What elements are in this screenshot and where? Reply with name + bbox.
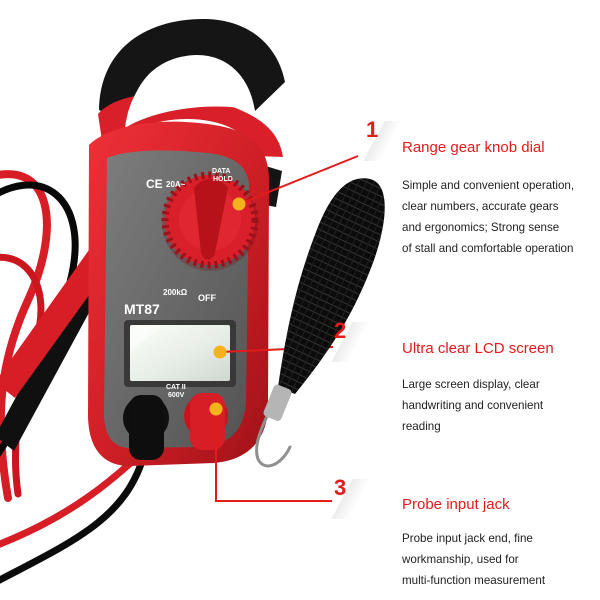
feature-description-probe-input-jack: Probe input jack end, fine workmanship, … [402,528,545,591]
feature-description-line: Probe input jack end, fine [402,532,533,545]
range-dial-grip [194,179,228,260]
strap-buckle [263,384,292,421]
feature-description-line: clear numbers, accurate gears [402,200,559,213]
red-jack-plug [190,393,225,450]
feature-title-lcd-screen: Ultra clear LCD screen [402,340,554,357]
callout-line-1 [238,155,359,205]
feature-description-line: multi-function measurement [402,574,546,587]
feature-description-line: of stall and comfortable operation [402,242,574,255]
lcd-screen [130,325,230,381]
feature-description-lcd-screen: Large screen display, clear handwriting … [402,374,543,437]
feature-description-line: reading [402,420,441,433]
feature-number-3: 3 [334,475,347,500]
black-lead-lower [0,451,148,584]
cat-rating-top: CAT II [166,384,186,391]
current-range-label: 20A~ [166,180,186,189]
callout-marker-2 [213,345,227,359]
feature-number-2: 2 [334,318,347,343]
data-hold-label-top: DATA [212,168,231,175]
strap-ring [255,406,292,468]
off-setting-label: OFF [198,293,216,303]
callout-line-3 [215,409,332,502]
feature-description-line: and ergonomics; Strong sense [402,221,560,234]
callout-marker-1 [232,197,246,211]
range-dial-ridges [161,171,259,269]
black-clamp-jaw [99,18,285,125]
feature-description-range-gear-knob-dial: Simple and convenient operation, clear n… [402,175,574,259]
feature-description-line: Simple and convenient operation, [402,179,575,192]
resistance-setting-label: 200kΩ [163,288,188,297]
feature-title-probe-input-jack: Probe input jack [402,496,510,513]
feature-number-1: 1 [366,117,379,142]
clamp-inner-shadow [125,57,254,128]
black-jack-plug [129,395,164,460]
feature-description-line: Large screen display, clear [402,378,540,391]
callout-marker-3 [209,402,223,416]
model-label: MT87 [124,301,160,317]
ce-mark: CE [146,177,163,191]
data-hold-label-bottom: HOLD [213,176,233,183]
feature-description-line: handwriting and convenient [402,399,544,412]
cat-rating-bottom: 600V [168,392,185,399]
feature-description-line: workmanship, used for [402,553,519,566]
lcd-reflection [130,326,162,352]
feature-title-range-gear-knob-dial: Range gear knob dial [402,139,545,156]
wrist-strap [278,178,385,394]
